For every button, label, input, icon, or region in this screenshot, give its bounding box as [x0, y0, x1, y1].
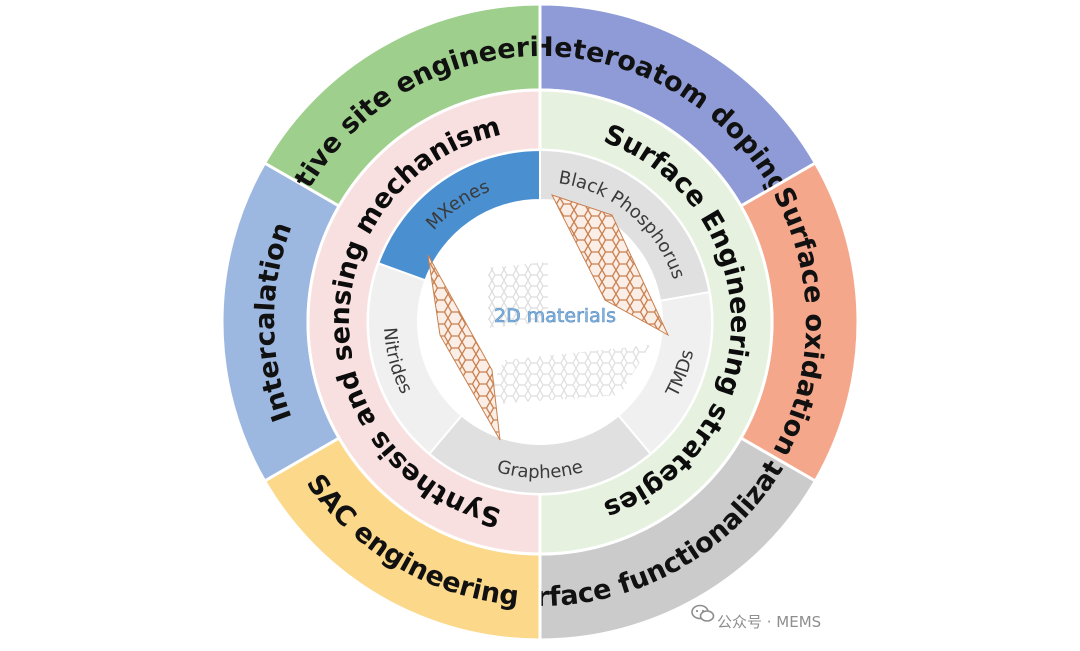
hex-sheet-left-pattern	[428, 255, 500, 440]
wechat-icon	[691, 604, 715, 622]
watermark: 公众号 · MEMS	[691, 604, 821, 631]
center-label: 2D materials	[494, 305, 616, 327]
hex-sheet-right-pattern	[552, 195, 668, 335]
watermark-text: 公众号 · MEMS	[717, 613, 821, 631]
center-illustration: 2D materials	[418, 194, 670, 444]
flat-sheet-illustration	[480, 345, 650, 405]
dotted-lattice-illustration	[488, 262, 548, 328]
